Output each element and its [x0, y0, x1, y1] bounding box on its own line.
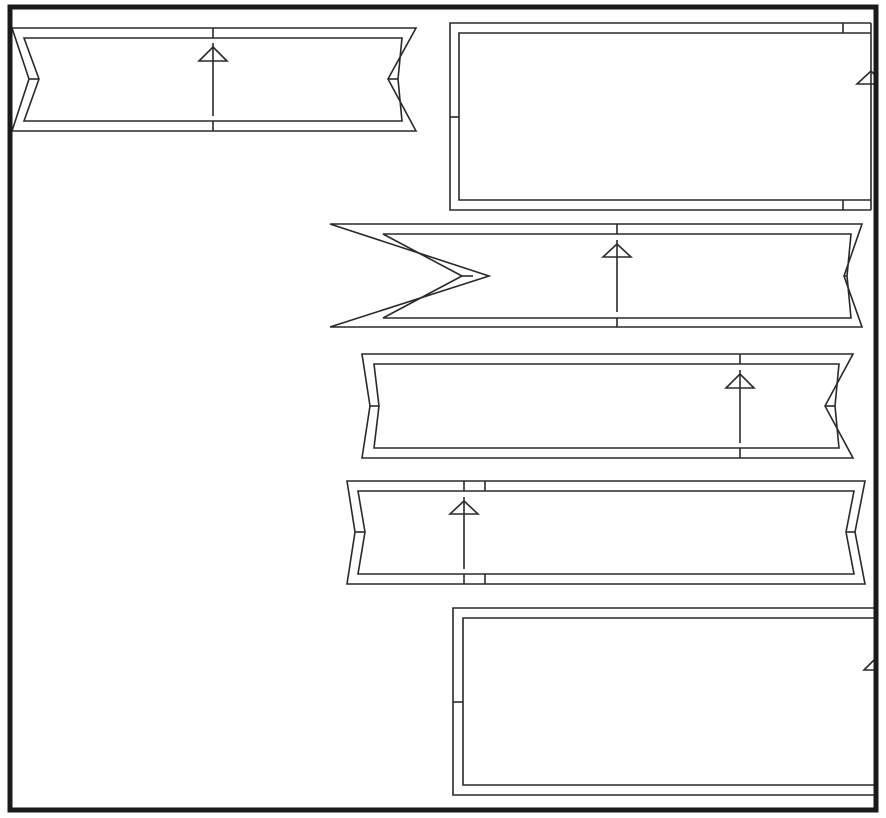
- grainline-arrow-icon: [600, 240, 634, 312]
- grainline-arrow-icon: [447, 497, 481, 569]
- grainline-arrow-icon: [854, 69, 876, 85]
- grainline-arrow-icon: [862, 656, 876, 671]
- grainline-arrow-icon: [724, 370, 756, 443]
- cut-line: [329, 223, 864, 328]
- pattern-piece-rectangle-1: [449, 22, 876, 211]
- cut-line: [10, 27, 418, 132]
- pattern-piece-band-1: [10, 27, 418, 132]
- pattern-piece-band-2: [361, 353, 855, 459]
- grainline-arrow-icon: [197, 43, 229, 116]
- pattern-piece-band-3: [346, 480, 866, 585]
- seam-line: [373, 363, 840, 449]
- cut-line: [361, 353, 855, 459]
- page-border: [7, 4, 879, 813]
- seam-line: [357, 490, 855, 575]
- cut-line: [449, 22, 871, 211]
- cut-line: [452, 607, 876, 796]
- seam-line: [462, 617, 876, 786]
- pattern-piece-rectangle-2: [452, 607, 876, 796]
- pattern-piece-swallowtail-band: [329, 223, 864, 328]
- seam-line: [458, 32, 871, 201]
- cut-line: [346, 480, 866, 585]
